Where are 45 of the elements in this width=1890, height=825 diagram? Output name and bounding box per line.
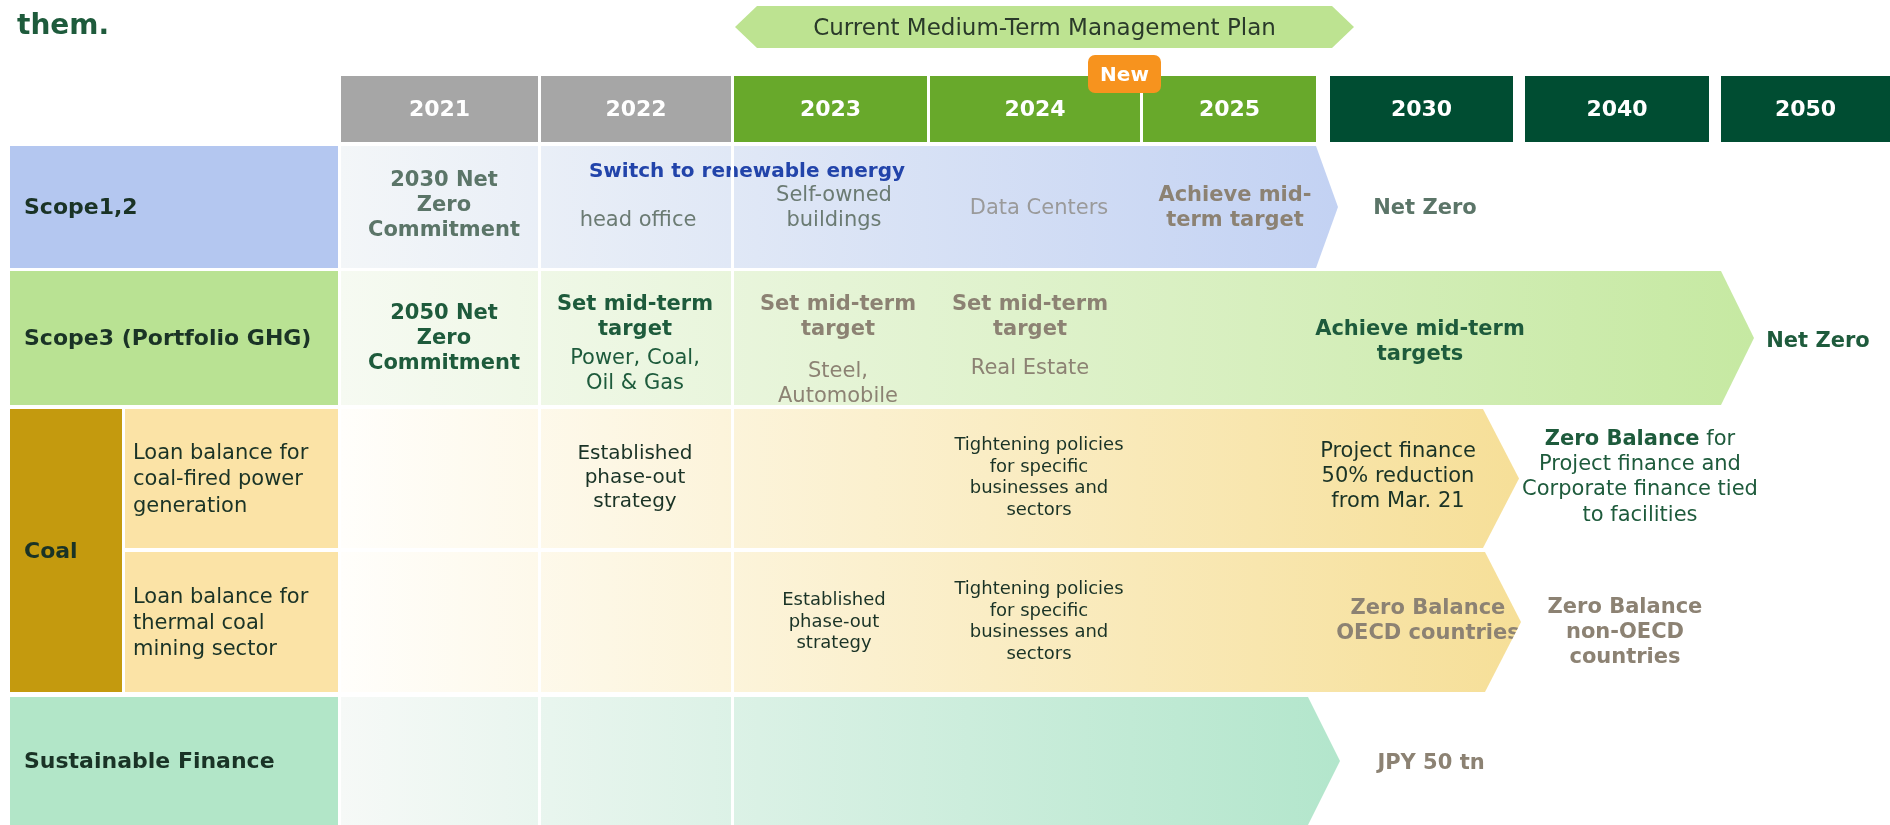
milestone-text: Self-owned buildings (775, 181, 893, 233)
row-subheader: Loan balance for thermal coal mining sector (125, 552, 338, 692)
milestone-text: Set mid-term target (758, 290, 918, 342)
milestone-text: Data Centers (968, 195, 1110, 221)
milestone-text: Tightening policies for specific businesses and sectors (953, 576, 1125, 664)
row-header: Sustainable Finance (10, 697, 338, 825)
milestone-text: Zero Balance OECD countries (1335, 594, 1521, 646)
chevron-band (341, 697, 1340, 825)
milestone-text: Established phase-out strategy (576, 440, 694, 512)
chevron-band (341, 271, 1754, 405)
milestone-text: Net Zero (1765, 328, 1871, 354)
milestone-text: Established phase-out strategy (781, 587, 887, 653)
row-header: Scope1,2 (10, 146, 338, 268)
year-header: 2021 (341, 76, 538, 142)
milestone-text: Switch to renewable energy (587, 158, 907, 182)
row-subheader: Loan balance for coal-fired power generation (125, 409, 338, 548)
milestone-text: Zero Balance non-OECD countries (1546, 594, 1704, 670)
milestone-text: Achieve mid-term targets (1315, 315, 1525, 367)
year-header: 2022 (541, 76, 731, 142)
chevron-band (341, 552, 1521, 692)
year-header: 2023 (734, 76, 927, 142)
year-header: 2050 (1721, 76, 1890, 142)
milestone-text: head office (578, 207, 698, 233)
milestone-text: Project finance 50% reduction from Mar. 21 (1319, 438, 1477, 514)
year-header: 2040 (1525, 76, 1709, 142)
milestone-text: Zero Balance for Project finance and Corporate finance tied to facilities (1521, 425, 1759, 527)
milestone-text: Achieve mid-term target (1157, 181, 1313, 233)
plan-banner: Current Medium-Term Management Plan (735, 6, 1354, 48)
milestone-text: JPY 50 tn (1375, 750, 1486, 776)
milestone-text: Net Zero (1372, 195, 1478, 221)
milestone-text: Tightening policies for specific businesses and sectors (953, 432, 1125, 520)
milestone-text: Steel, Automobile (777, 357, 899, 409)
milestone-text: Power, Coal, Oil & Gas (569, 344, 701, 396)
milestone-text: 2050 Net Zero Commitment (367, 300, 521, 376)
row-header: Scope3 (Portfolio GHG) (10, 271, 338, 405)
milestone-text: Real Estate (969, 355, 1091, 381)
milestone-text: Set mid-term target (555, 290, 715, 342)
row-header: Coal (10, 409, 122, 692)
year-header: 2030 (1330, 76, 1513, 142)
milestone-text: Set mid-term target (950, 290, 1110, 342)
heading-fragment: them. (17, 8, 110, 41)
chevron-band (341, 409, 1519, 548)
chevron-band (341, 146, 1338, 268)
milestone-text: 2030 Net Zero Commitment (367, 167, 521, 243)
new-badge: New (1088, 55, 1161, 93)
